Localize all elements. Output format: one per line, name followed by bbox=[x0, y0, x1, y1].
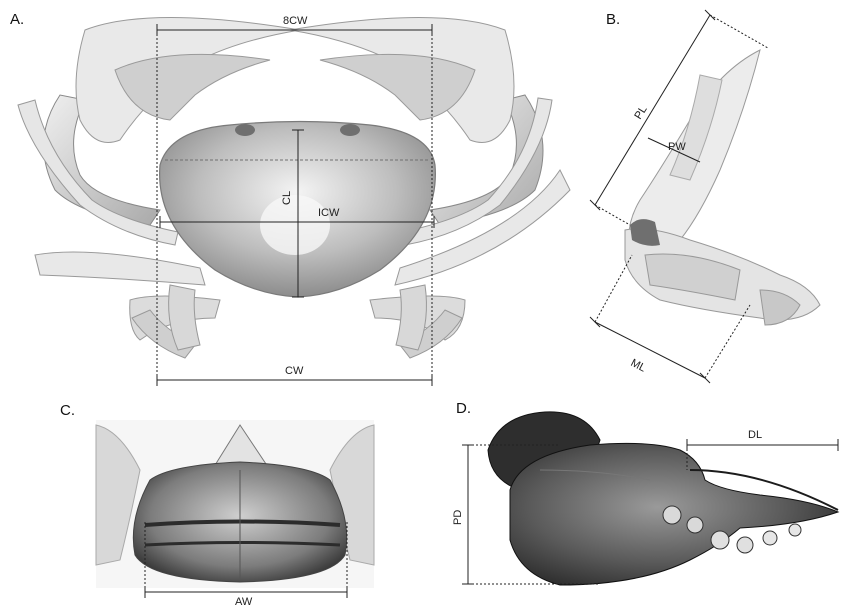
panel-b-cheliped-illustration bbox=[625, 50, 820, 325]
panel-a-crab-illustration bbox=[18, 18, 570, 359]
panel-d-claw-illustration bbox=[488, 412, 838, 585]
label-aw: AW bbox=[235, 596, 253, 608]
panel-d-label: D. bbox=[456, 400, 471, 417]
label-dl: DL bbox=[748, 429, 762, 441]
label-cw: CW bbox=[285, 365, 304, 377]
label-bcw: 8CW bbox=[283, 15, 308, 27]
label-cl: CL bbox=[281, 191, 293, 205]
label-pd: PD bbox=[452, 510, 464, 525]
label-icw: ICW bbox=[318, 207, 340, 219]
label-pw: PW bbox=[668, 141, 686, 153]
panel-c-label: C. bbox=[60, 402, 75, 419]
panel-a-label: A. bbox=[10, 11, 24, 28]
panel-c-abdomen-illustration bbox=[96, 420, 374, 588]
label-ml: ML bbox=[629, 357, 648, 375]
panel-b-label: B. bbox=[606, 11, 620, 28]
